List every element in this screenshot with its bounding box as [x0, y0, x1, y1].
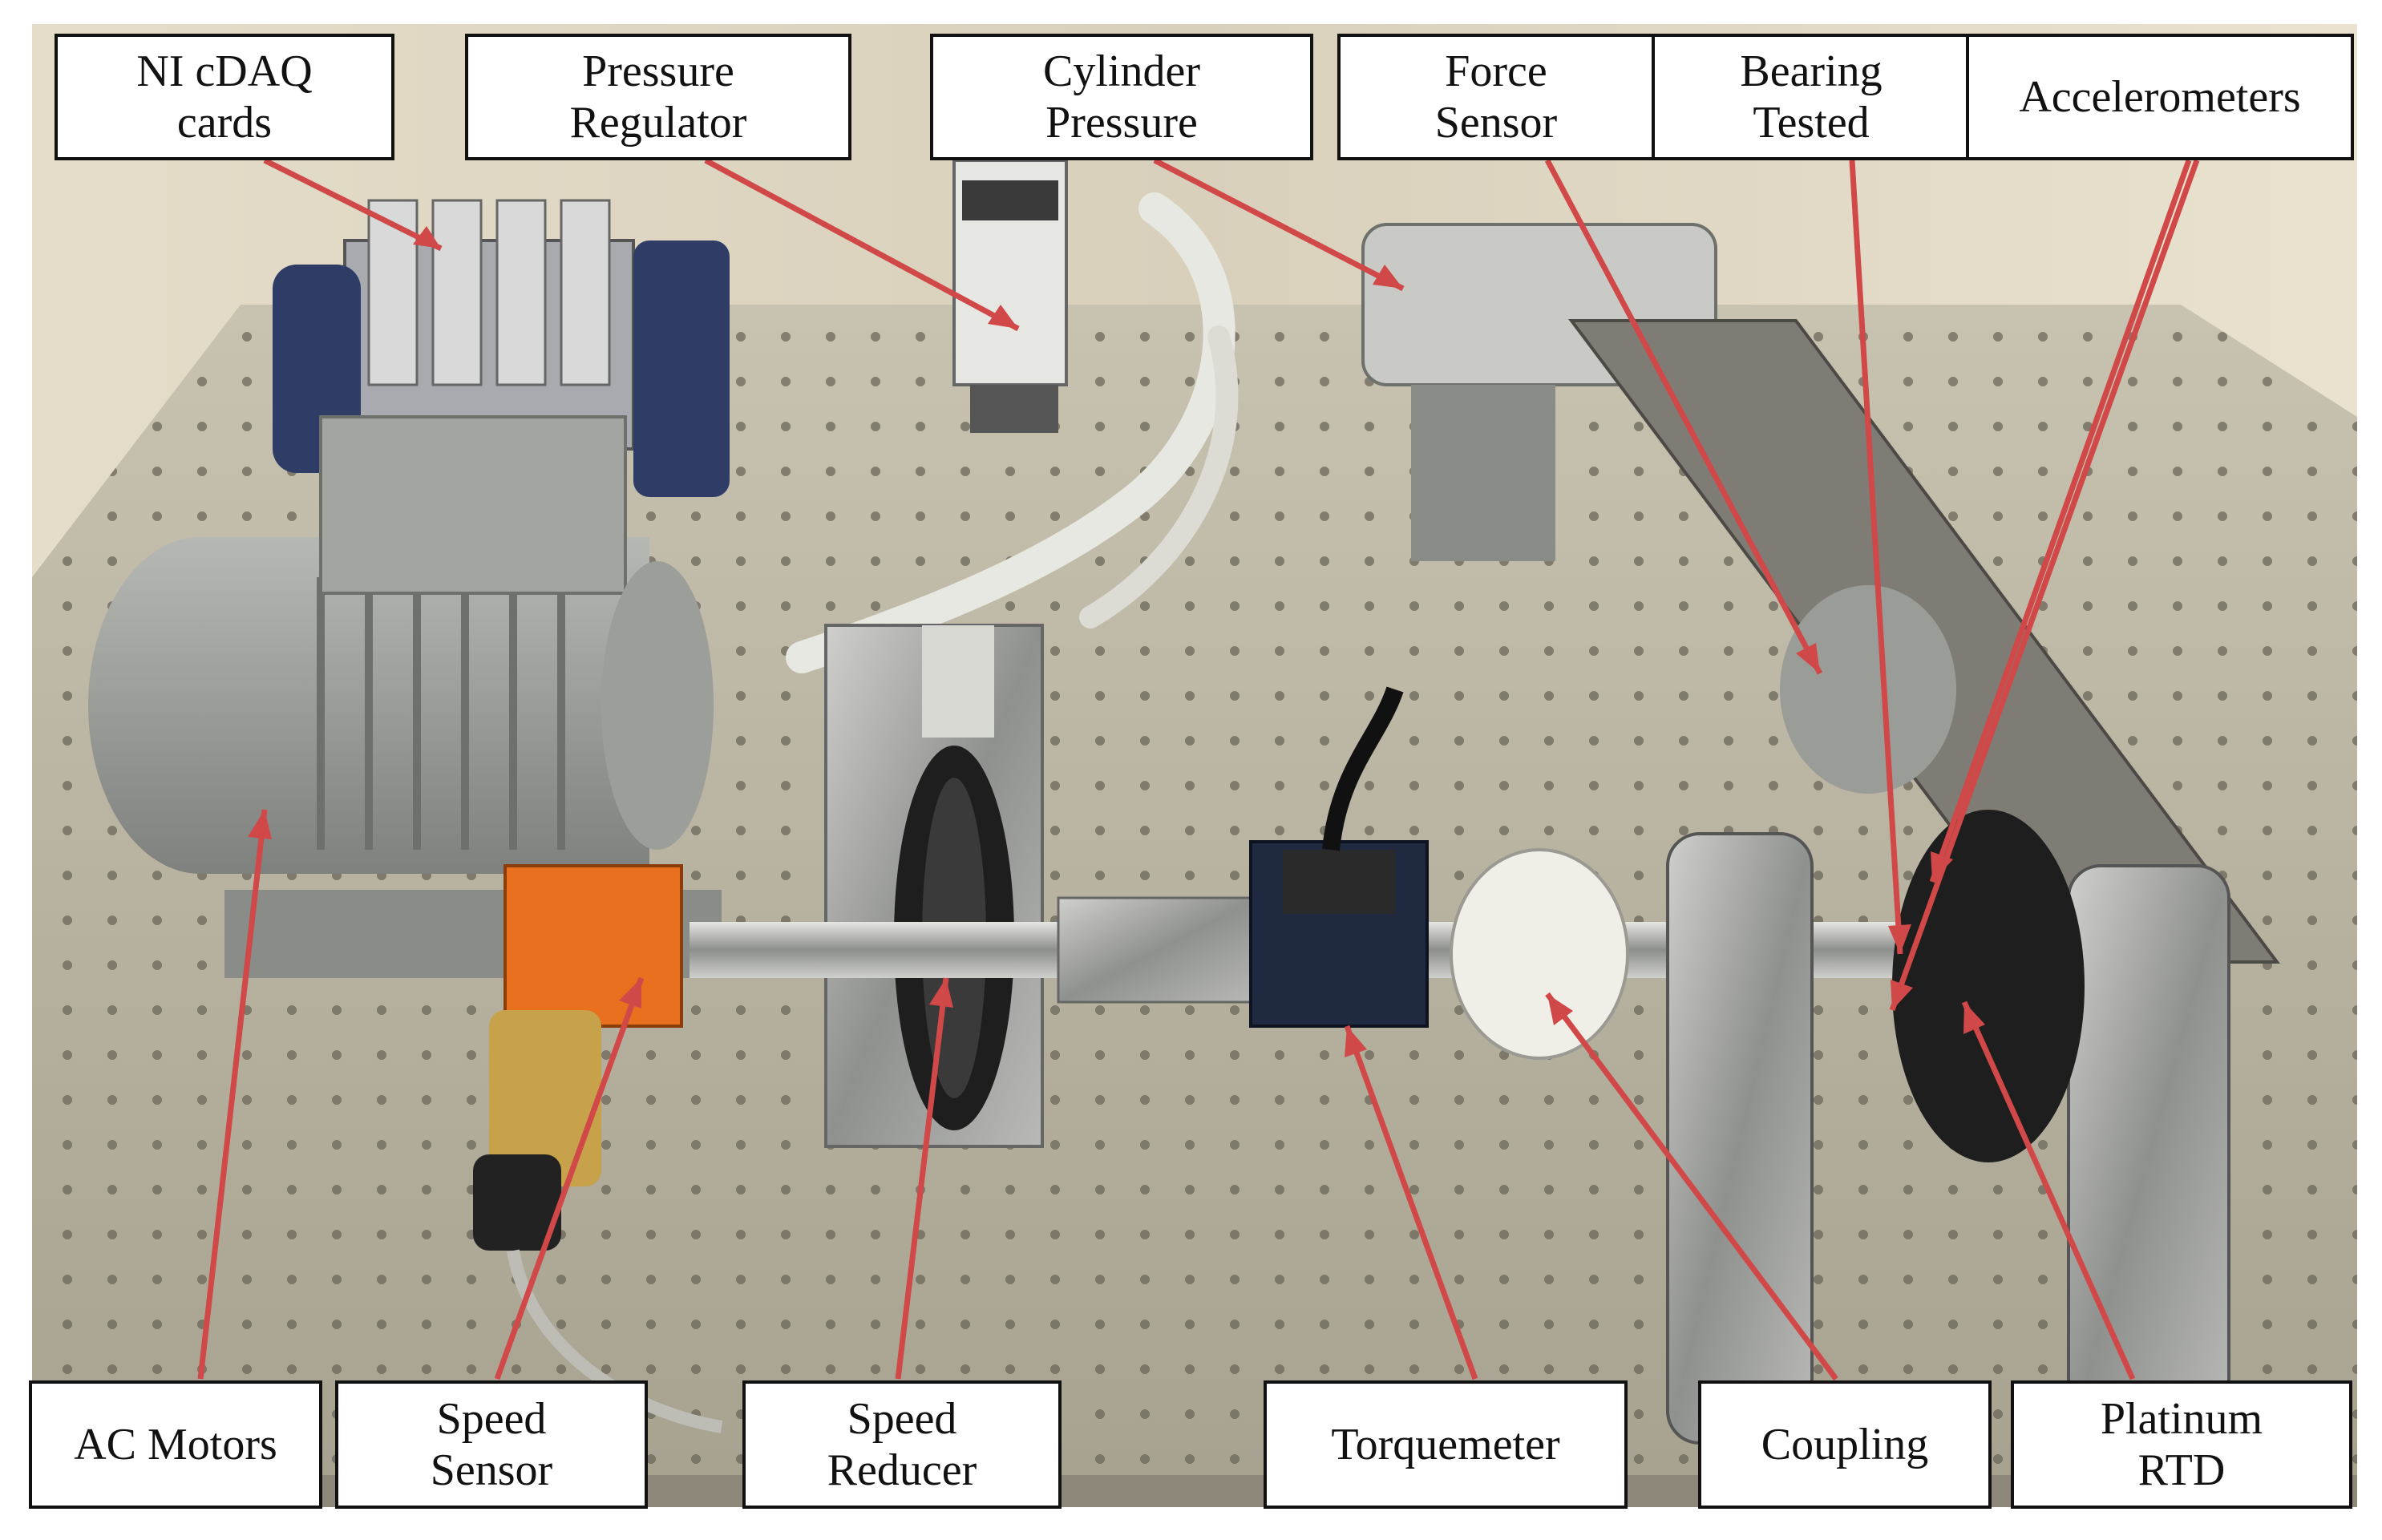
arrowhead-bearing-tested	[1888, 924, 1911, 954]
speed-sensor-device	[473, 864, 723, 1433]
arrowhead-force-sensor	[1796, 643, 1820, 673]
label-speed-sensor: Speed Sensor	[335, 1380, 648, 1509]
label-ni-cdaq-cards: NI cDAQ cards	[55, 34, 394, 160]
arrowhead-ni-cdaq	[413, 226, 441, 249]
ac-motor	[88, 415, 722, 978]
arrowhead-coupling	[1547, 994, 1573, 1025]
label-force-sensor: Force Sensor	[1337, 34, 1655, 160]
pneumatic-cylinder	[1361, 223, 1717, 561]
arrowhead-speed-sensor	[619, 978, 641, 1008]
label-platinum-rtd: Platinum RTD	[2011, 1380, 2352, 1509]
arrow-speed-reducer	[895, 977, 949, 1380]
arrowhead-torquemeter	[1345, 1026, 1367, 1057]
arrow-ac-motors	[197, 809, 268, 1380]
arrowhead-speed-reducer	[929, 978, 953, 1008]
label-speed-reducer: Speed Reducer	[742, 1380, 1062, 1509]
pneumatic-hose	[786, 192, 1235, 673]
label-bearing-tested: Bearing Tested	[1652, 34, 1971, 160]
arrow-ni-cdaq	[263, 157, 443, 252]
label-pressure-regulator: Pressure Regulator	[465, 34, 851, 160]
arrowhead-pressure-regulator	[988, 305, 1018, 329]
arrow-bearing-tested	[1849, 160, 1903, 955]
arrow-speed-sensor	[494, 976, 645, 1380]
coupling-device	[1450, 848, 1629, 1060]
arrow-cylinder-pressure	[1153, 157, 1405, 292]
ni-cdaq-chassis	[273, 199, 730, 497]
arrow-pressure-regulator	[704, 157, 1020, 332]
label-coupling: Coupling	[1698, 1380, 1992, 1509]
bearing-housing-frame	[1568, 319, 2280, 1445]
arrowhead-accelerometers-2	[1891, 980, 1913, 1010]
arrowhead-ac-motors	[248, 810, 272, 839]
arrowhead-cylinder-pressure	[1373, 265, 1403, 289]
torquemeter-device	[1249, 686, 1429, 1028]
pointer-arrows	[197, 157, 2200, 1381]
arrow-platinum-rtd	[1961, 1000, 2136, 1380]
shaft-coupling-1	[1057, 896, 1260, 1004]
pneumatic-hose-2	[1079, 325, 1239, 629]
speed-reducer-device	[824, 624, 1044, 1148]
label-accelerometers: Accelerometers	[1966, 34, 2354, 160]
arrowhead-platinum-rtd	[1963, 1002, 1985, 1034]
label-torquemeter: Torquemeter	[1264, 1380, 1628, 1509]
arrow-force-sensor	[1544, 159, 1823, 675]
arrow-torquemeter	[1344, 1025, 1478, 1380]
arrow-coupling	[1545, 992, 1838, 1381]
arrow-accelerometers-2	[1889, 159, 2200, 1012]
label-ac-motors: AC Motors	[29, 1380, 322, 1509]
label-cylinder-pressure: Cylinder Pressure	[930, 34, 1313, 160]
pressure-regulator-device	[952, 159, 1068, 433]
arrow-accelerometers-1	[1929, 159, 2192, 883]
